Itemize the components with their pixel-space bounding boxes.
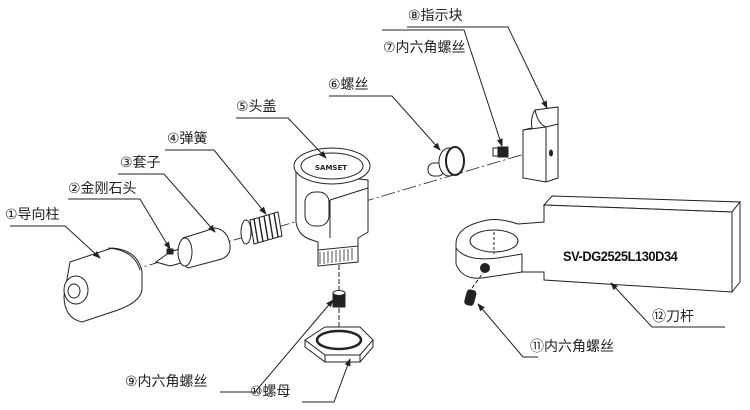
- part-tool-holder: [455, 195, 742, 294]
- part-hex-screw-7: [492, 146, 509, 158]
- leader-lines: [10, 26, 725, 403]
- leader-10: [302, 358, 351, 403]
- part-guide-pillar: [63, 247, 143, 323]
- label-screw: ⑥螺丝: [328, 77, 369, 93]
- leader-2: [68, 198, 171, 250]
- svg-text:SAMSET: SAMSET: [315, 164, 347, 172]
- leader-9: [220, 299, 334, 393]
- leader-4: [165, 149, 267, 215]
- label-head-cover: ⑤头盖: [236, 99, 277, 115]
- label-tool-holder: ⑫刀杆: [652, 309, 694, 325]
- label-guide-pillar: ①导向柱: [5, 207, 60, 223]
- leader-6: [329, 95, 441, 151]
- leader-7: [382, 29, 503, 147]
- label-hex-screw-11: ⑪内六角螺丝: [530, 339, 614, 355]
- part-screw: [427, 146, 465, 177]
- leader-11: [477, 303, 538, 358]
- label-hex-screw-9: ⑨内六角螺丝: [125, 374, 208, 390]
- part-head-cover: SAMSET: [293, 147, 371, 267]
- leader-3: [118, 173, 216, 233]
- label-nut: ⑩螺母: [250, 384, 291, 400]
- leader-12: [610, 282, 725, 328]
- label-diamond-tip: ②金刚石头: [68, 181, 137, 197]
- label-sleeve: ③套子: [120, 155, 161, 171]
- label-spring: ④弹簧: [167, 131, 208, 147]
- tool-code-text: SV-DG2525L130D34: [563, 248, 678, 264]
- leader-1: [10, 225, 101, 259]
- part-nut: [304, 326, 374, 363]
- part-sleeve: [177, 227, 231, 269]
- label-hex-screw-7: ⑦内六角螺丝: [383, 40, 466, 56]
- leader-5: [236, 117, 327, 159]
- part-hex-screw-11: [464, 272, 484, 306]
- label-indicator-block: ⑧指示块: [408, 8, 463, 24]
- leader-8: [407, 26, 548, 109]
- part-spring: [240, 211, 283, 245]
- part-indicator-block: [522, 106, 559, 183]
